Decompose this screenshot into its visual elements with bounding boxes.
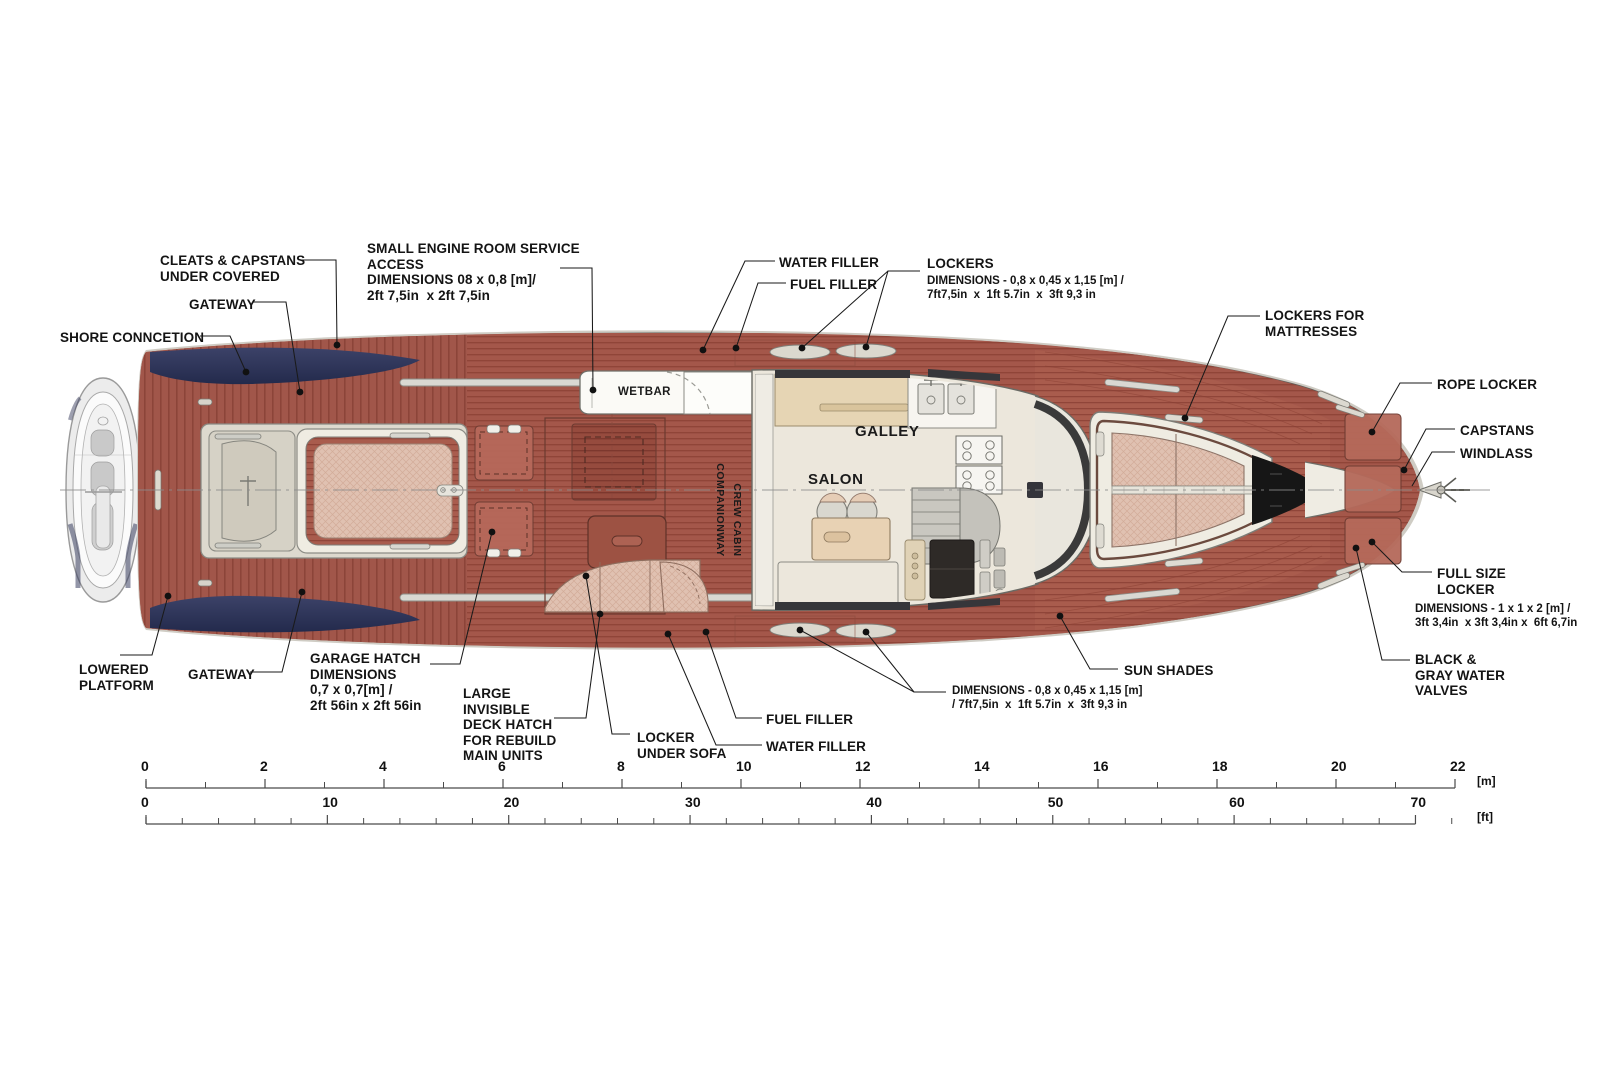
hull [60,330,1490,650]
scale-bar-metric-tick-label: 18 [1212,758,1228,774]
annotation-gateway-aft-top: GATEWAY [189,297,256,312]
scale-bar-metric-tick-label: 14 [974,758,990,774]
main-deck-hatch-area [544,417,709,615]
annotation-lowered-platform: LOWERED PLATFORM [79,662,154,693]
annotation-small-engine-room-service-access: SMALL ENGINE ROOM SERVICE ACCESS DIMENSI… [367,241,580,303]
annotation-capstans: CAPSTANS [1460,423,1535,438]
scale-bar-metric-tick-label: 16 [1093,758,1109,774]
annotation-black-gray-water-valves: BLACK & GRAY WATER VALVES [1415,652,1506,698]
scale-bar-metric-tick-label: 8 [617,758,625,774]
annotation-rope-locker: ROPE LOCKER [1437,377,1538,392]
scale-bar-metric-tick-label: 10 [736,758,752,774]
scale-bar-feet-tick-label: 0 [141,794,149,810]
foredeck-sunpad [1089,411,1398,569]
scale-bar-feet-tick-label: 70 [1410,794,1427,810]
scale-bar-metric-tick-label: 20 [1331,758,1347,774]
scale-bar-feet [145,815,1453,825]
annotation-water-filler-bottom: WATER FILLER [766,739,866,754]
annotation-cleats-capstans: CLEATS & CAPSTANS UNDER COVERED [160,253,306,284]
crew-cabin-label: CREW CABIN [731,483,743,557]
annotation-lockers-bottom-dimensions: DIMENSIONS - 0,8 x 0,45 x 1,15 [m] / 7ft… [952,685,1143,711]
scale-bar-metric-tick-label: 22 [1450,758,1466,774]
annotation-lockers-top-dimensions: DIMENSIONS - 0,8 x 0,45 x 1,15 [m] / 7ft… [927,275,1124,301]
scale-bars [145,779,1456,825]
annotation-lockers-top: LOCKERS [927,256,994,271]
annotation-fuel-filler-bottom: FUEL FILLER [766,712,854,727]
annotation-lockers-for-mattresses: LOCKERS FOR MATTRESSES [1265,308,1365,339]
annotation-shore-connection: SHORE CONNCETION [60,330,205,345]
annotation-fuel-filler-top: FUEL FILLER [790,277,878,292]
scale-bar-metric [145,779,1456,789]
companionway-label: COMPANIONWAY [714,463,726,557]
scale-bar-feet-unit: [ft] [1477,810,1493,824]
galley-label: GALLEY [855,423,920,440]
annotation-garage-hatch: GARAGE HATCH DIMENSIONS 0,7 x 0,7[m] / 2… [310,651,422,713]
scale-bar-feet-tick-label: 50 [1047,794,1064,810]
annotation-windlass: WINDLASS [1460,446,1533,461]
aft-garage-and-platform [200,423,468,559]
leader-lines [120,259,1455,746]
scale-bar-metric-tick-label: 2 [260,758,268,774]
annotation-full-size-locker-dimensions: DIMENSIONS - 1 x 1 x 2 [m] / 3ft 3,4in x… [1415,603,1578,629]
annotation-gateway-aft-bottom: GATEWAY [188,667,255,682]
scale-bar-feet-tick-label: 10 [322,794,338,810]
scale-bar-metric-tick-label: 4 [379,758,387,774]
salon-label: SALON [808,471,864,488]
scale-bar-metric-unit: [m] [1477,774,1496,788]
scale-bar-feet-tick-label: 20 [503,794,520,810]
wetbar-label: WETBAR [618,386,671,398]
annotation-large-invisible-deck-hatch: LARGE INVISIBLE DECK HATCH FOR REBUILD M… [463,686,557,763]
scale-bar-metric-tick-label: 12 [855,758,871,774]
scale-bar-metric-tick-label: 0 [141,758,149,774]
scale-bar-feet-tick-label: 30 [685,794,701,810]
bow-deck-lockers [1317,390,1402,590]
wetbar-module [579,370,761,500]
annotation-full-size-locker: FULL SIZE LOCKER [1437,566,1506,597]
annotation-sun-shades: SUN SHADES [1124,663,1214,678]
annotation-locker-under-sofa: LOCKER UNDER SOFA [637,730,727,761]
scale-bar-feet-tick-label: 40 [866,794,882,810]
annotation-water-filler-top: WATER FILLER [779,255,879,270]
scale-bar-metric-tick-label: 6 [498,758,506,774]
interior-saloon-galley [751,369,1099,611]
scale-bar-feet-tick-label: 60 [1229,794,1245,810]
leader-dots [164,341,1408,638]
